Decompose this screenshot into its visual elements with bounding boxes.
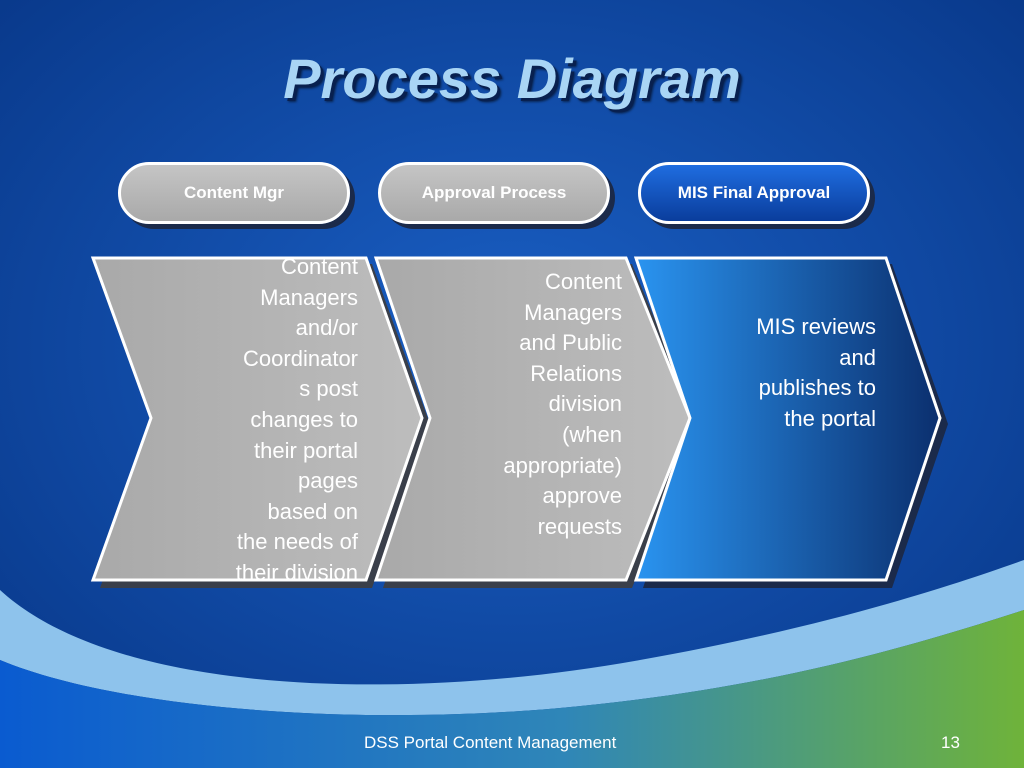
light-wave [0,560,1024,716]
stage-pill-approval-process: Approval Process [378,162,610,224]
chevron-step-1 [90,256,424,582]
stage-label: Content Mgr [183,183,285,202]
slide-number: 13 [941,733,960,752]
stage-pill-mis-final-approval: MIS Final Approval [638,162,870,224]
step-1-description: Content Managers and/or Coordinator s po… [235,254,358,585]
step-3-description: MIS reviews and publishes to the portal [756,314,876,431]
stage-pill-content-mgr: Content Mgr [118,162,350,224]
footer-title: DSS Portal Content Management [364,733,617,752]
chevron-step-3 [633,256,942,582]
stage-label: MIS Final Approval [677,183,831,202]
stage-label: Approval Process [421,183,567,202]
slide-title: Process Diagram [283,47,741,110]
chevron-step-2 [373,256,692,582]
bottom-wave [0,610,1024,768]
step-2-description: Content Managers and Public Relations di… [503,269,622,539]
